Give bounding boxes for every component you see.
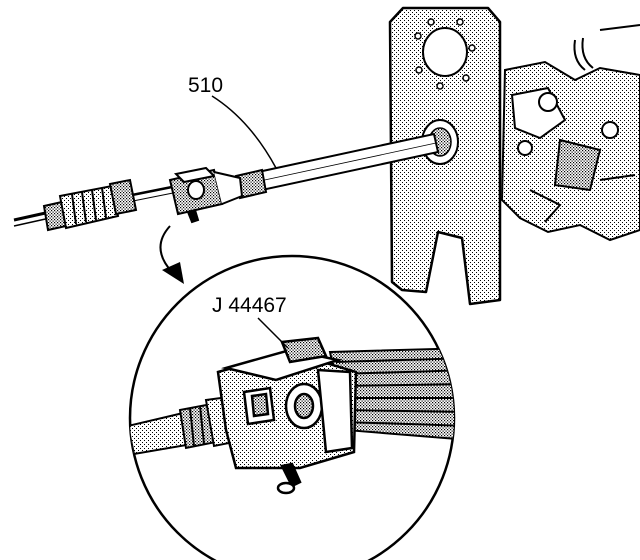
callout-arrow: [159, 225, 184, 284]
leader-j44467: [257, 317, 289, 349]
tool-j44467-small: [168, 166, 244, 224]
label-j44467: J 44467: [212, 294, 287, 317]
tool-j44467-large: [216, 336, 358, 495]
shaft-510: [234, 132, 440, 200]
leader-510: [211, 95, 277, 169]
engine-block: [500, 24, 640, 242]
cable-adjuster: [13, 178, 174, 232]
detail-circle: [128, 254, 456, 560]
label-510: 510: [188, 74, 223, 97]
fixture-plate: [388, 6, 502, 306]
